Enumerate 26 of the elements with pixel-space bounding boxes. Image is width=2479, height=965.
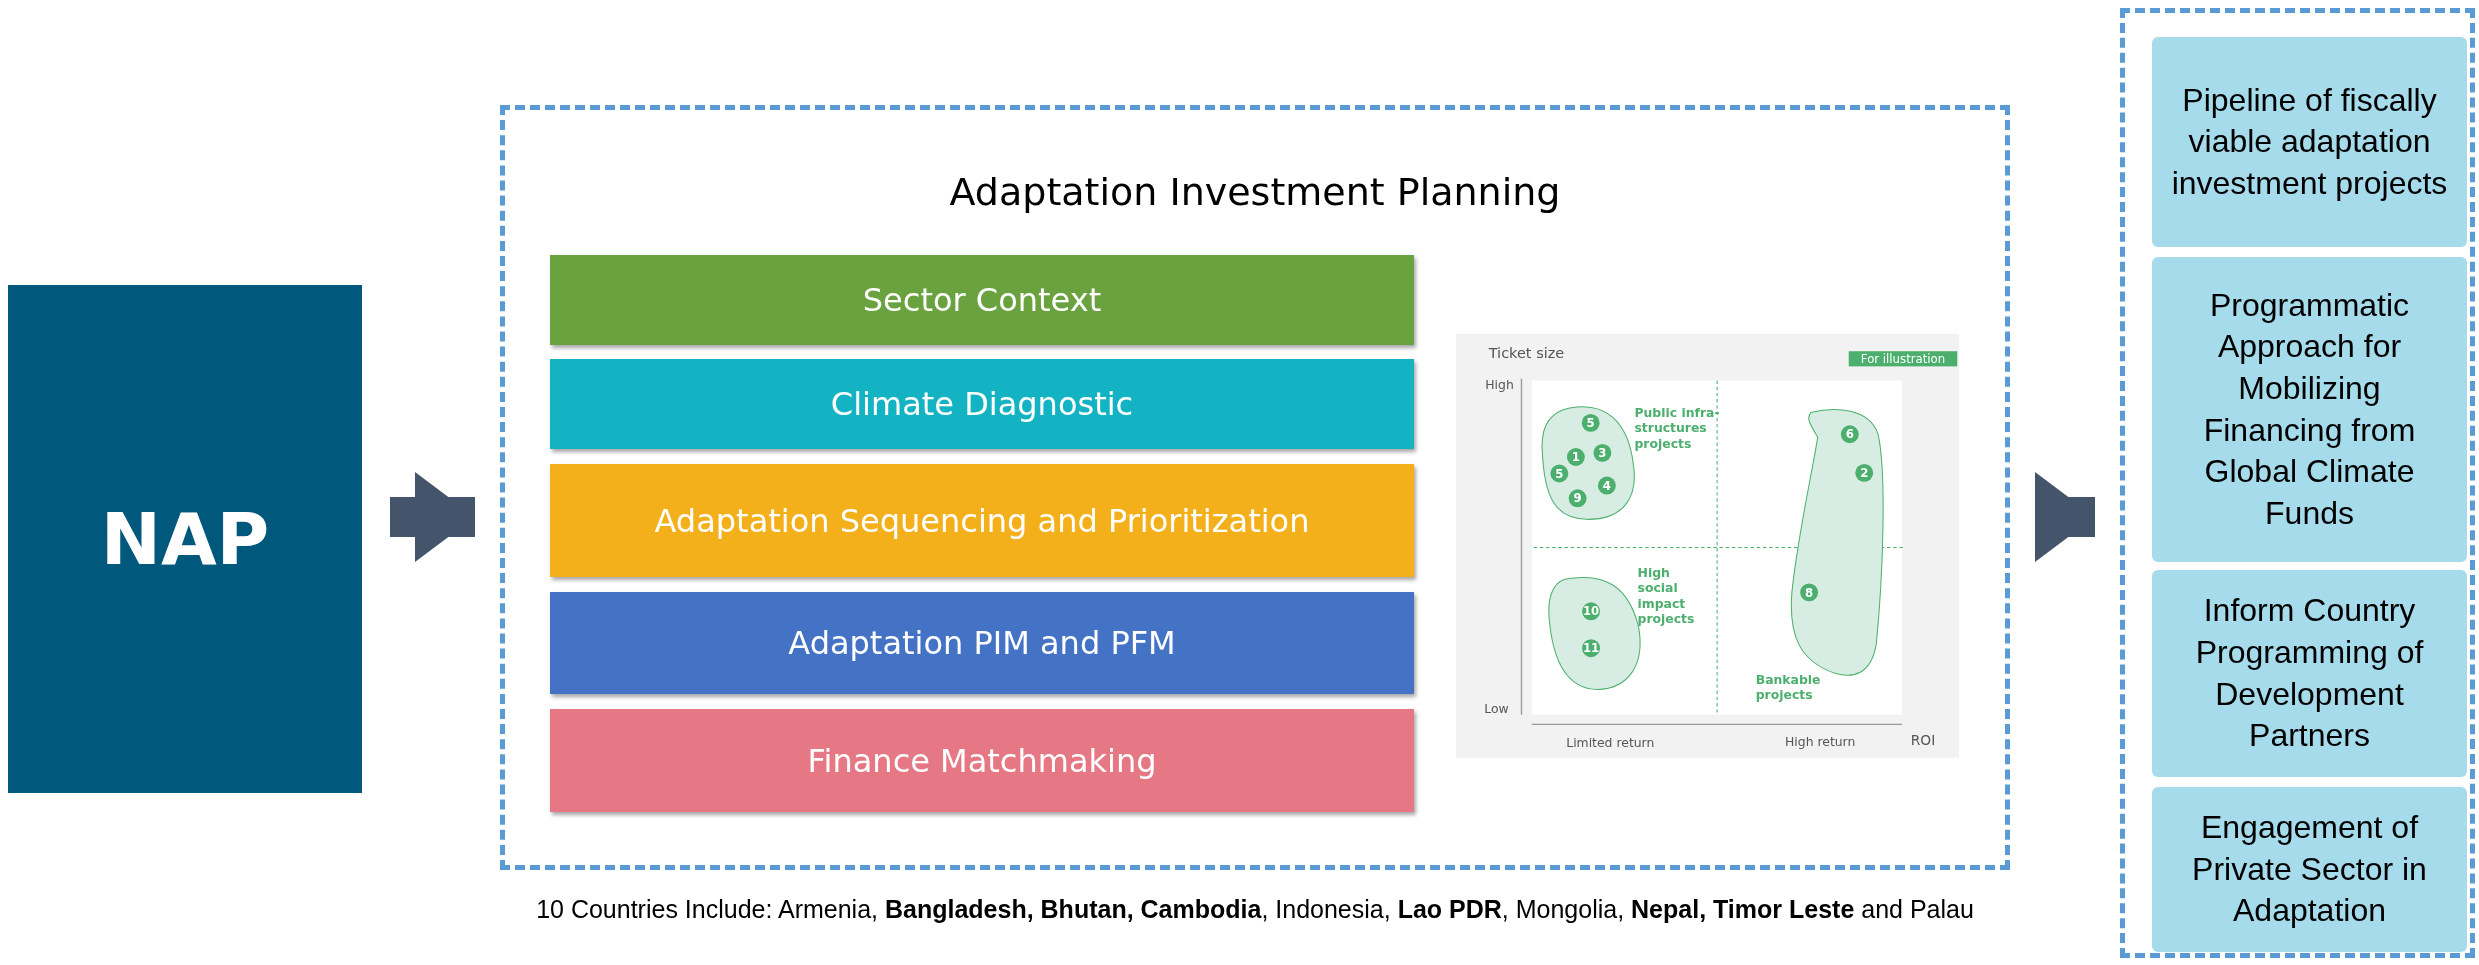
axis-label: High: [1485, 377, 1515, 393]
stage-bar: Climate Diagnostic: [550, 359, 1414, 449]
stage-bar: Sector Context: [550, 255, 1414, 345]
block-arrow: [390, 472, 475, 562]
stage-bar: Adaptation Sequencing and Prioritization: [550, 464, 1414, 577]
stage-bar: Adaptation PIM and PFM: [550, 592, 1414, 694]
outcome-box: Engagement of Private Sector in Adaptation: [2152, 787, 2467, 952]
region-label: Public infra-structures projects: [1634, 404, 1721, 452]
region-label: High social impact projects: [1637, 564, 1696, 627]
tag-label: For illustration: [1848, 351, 1958, 367]
caption-text: 10 Countries Include: Armenia, Bangladesh, Bhutan, Cambodia, Indonesia, Lao PDR, Mongolia, Nepal, Timor Leste and Palau: [535, 895, 1975, 924]
outcome-box: Programmatic Approach for Mobilizing Financing from Global Climate Funds: [2152, 257, 2467, 562]
panel-title: Adaptation Investment Planning: [948, 170, 1562, 214]
outcome-box: Inform Country Programming of Development Partners: [2152, 570, 2467, 777]
axis-label: Limited return: [1566, 735, 1656, 751]
axis-label: Ticket size: [1488, 344, 1566, 363]
axis-label: ROI: [1910, 731, 1937, 750]
block-arrow: [2035, 472, 2095, 562]
dashed-panel: [500, 105, 2010, 870]
region-label: Bankable projects: [1755, 671, 1822, 703]
stage-bar: Finance Matchmaking: [550, 709, 1414, 812]
axis-label: High return: [1785, 733, 1857, 750]
dashed-panel: [2120, 8, 2475, 958]
title-box: NAP: [8, 285, 362, 793]
outcome-box: Pipeline of fiscally viable adaptation investment projects: [2152, 37, 2467, 247]
axis-label: Low: [1484, 700, 1510, 717]
